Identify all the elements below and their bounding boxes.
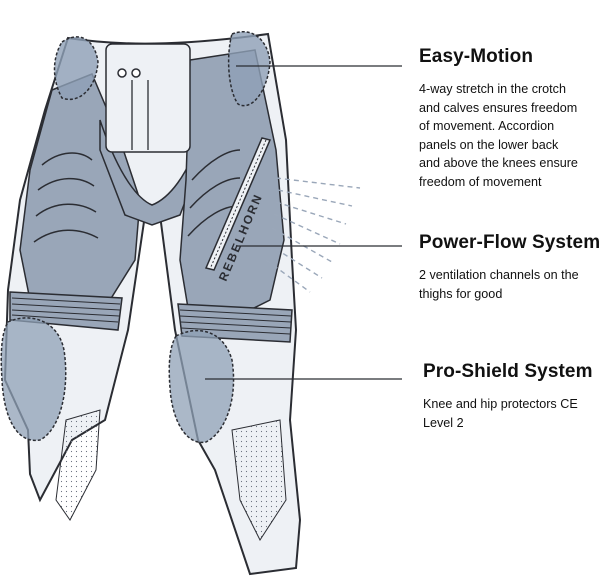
feature-title: Easy-Motion — [419, 46, 534, 67]
feature-pro-shield: Pro-Shield System Knee and hip protector… — [423, 361, 600, 432]
waist-button — [131, 68, 141, 78]
feature-power-flow: Power-Flow System 2 ventilation channels… — [419, 232, 600, 303]
feature-description: 2 ventilation channels on the thighs for… — [419, 268, 579, 301]
waist-button — [117, 68, 127, 78]
right-hip-protector — [227, 31, 271, 107]
left-calf-perforation — [55, 409, 101, 521]
left-knee-protector — [0, 317, 67, 442]
right-knee-protector — [168, 329, 235, 444]
right-calf-perforation — [231, 419, 287, 542]
feature-title: Power-Flow System — [419, 232, 600, 253]
left-thigh-ridges — [33, 152, 99, 243]
airflow-lines — [265, 177, 361, 293]
left-hip-protector — [53, 36, 99, 101]
feature-description: 4-way stretch in the crotch and calves e… — [419, 82, 578, 189]
feature-easy-motion: Easy-Motion 4-way stretch in the crotch … — [419, 46, 600, 191]
feature-title: Pro-Shield System — [423, 361, 593, 382]
feature-description: Knee and hip protectors CE Level 2 — [423, 397, 578, 430]
